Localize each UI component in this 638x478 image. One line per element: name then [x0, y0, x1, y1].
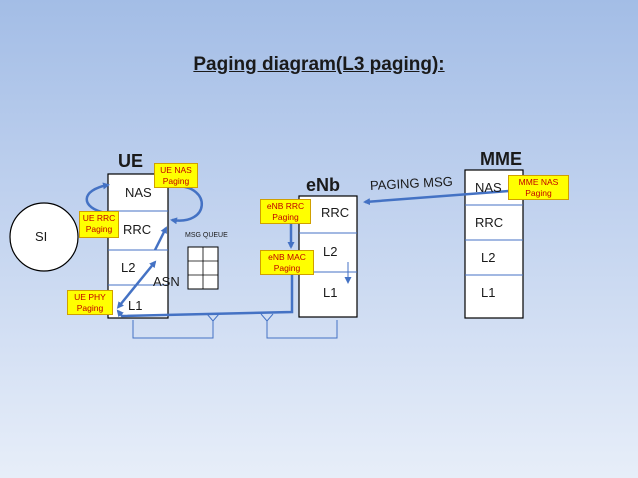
ue-nas-loop-arrow [170, 184, 203, 225]
enb-layer-l2: L2 [323, 244, 338, 259]
mme-layer-rrc: RRC [475, 215, 504, 230]
asn-label: ASN [153, 274, 180, 289]
ue-label: UE [118, 151, 144, 171]
ue-l1-l2-arrow [116, 260, 157, 309]
mme-layer-l1: L1 [481, 285, 496, 300]
ue-layer-rrc: RRC [123, 222, 152, 237]
enb-to-ue-phy-arrow [116, 272, 294, 318]
msg-queue-label: MSG QUEUE [185, 232, 228, 239]
ue-layer-l2: L2 [121, 260, 136, 275]
paging-msg-arrow [363, 189, 510, 206]
page-title: Paging diagram(L3 paging): [193, 54, 445, 75]
mme-label: MME [480, 149, 522, 169]
ue-l2-rrc-arrow [153, 226, 168, 251]
ue-rrc-paging-note: UE RRC Paging [79, 211, 119, 238]
ue-phy-paging-note: UE PHY Paging [67, 290, 113, 315]
enb-rrc-paging-note: eNB RRC Paging [260, 199, 311, 224]
enb-label: eNb [306, 175, 341, 195]
ue-rrc-loop-arrow [85, 182, 110, 215]
si-label: SI [35, 229, 48, 244]
mme-layer-l2: L2 [481, 250, 496, 265]
enb-layer-rrc: RRC [321, 205, 350, 220]
ue-layer-nas: NAS [125, 185, 152, 200]
air-interface [132, 313, 338, 339]
mme-nas-paging-note: MME NAS Paging [508, 175, 569, 200]
ue-layer-l1: L1 [128, 298, 143, 313]
mme-layer-nas: NAS [475, 180, 502, 195]
ue-nas-paging-note: UE NAS Paging [154, 163, 198, 188]
si-circle [9, 202, 79, 272]
enb-layer-l1: L1 [323, 285, 338, 300]
msg-queue-grid [187, 246, 219, 290]
enb-mac-paging-note: eNB MAC Paging [260, 250, 314, 275]
